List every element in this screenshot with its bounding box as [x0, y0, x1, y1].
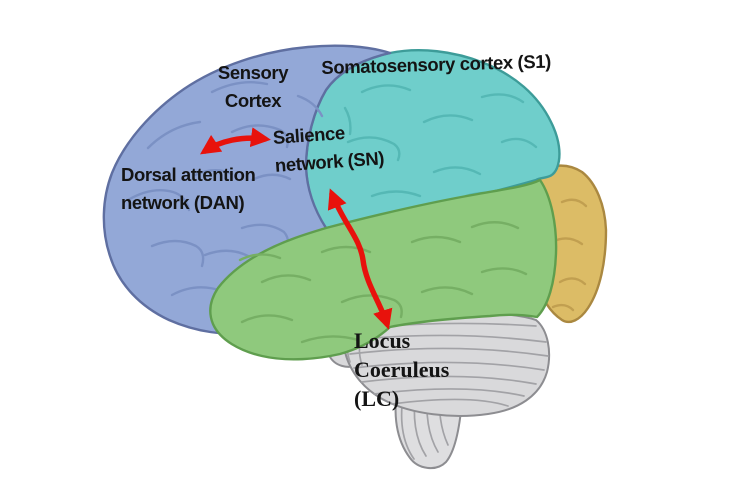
label-dorsal-attention-network: Dorsal attention network (DAN)	[121, 161, 256, 217]
sulcus-line	[346, 136, 401, 162]
label-line: Locus	[354, 328, 411, 353]
label-line: Dorsal attention	[121, 164, 256, 185]
sulcus-line	[480, 93, 525, 104]
cerebellum	[342, 311, 551, 417]
label-locus-coeruleus: Locus Coeruleus (LC)	[354, 326, 449, 413]
sulcus-line	[360, 84, 412, 94]
sulcus-line	[296, 94, 324, 118]
cerebellum-fold	[349, 347, 549, 357]
label-line: Cortex	[224, 90, 282, 111]
sulcus-line	[420, 286, 474, 296]
cerebellum-fold	[373, 388, 525, 397]
sulcus-line	[203, 249, 250, 258]
label-line: Coeruleus	[354, 357, 450, 382]
sulcus-line	[150, 239, 205, 268]
sulcus-line	[480, 267, 528, 276]
sulcus-line	[422, 114, 474, 124]
sulcus-line	[210, 81, 269, 94]
sulcus-line	[470, 221, 520, 230]
label-line: Sensory	[217, 62, 289, 83]
cerebellum-fold	[361, 375, 537, 385]
sulcus-line	[560, 198, 588, 208]
sulcus-line	[500, 137, 538, 149]
sulcus-line	[300, 335, 360, 344]
dan-sn-arrow	[200, 127, 271, 155]
sulcus-line	[432, 166, 482, 176]
sulcus-line	[238, 253, 282, 262]
label-salience-network: Salience network (SN)	[272, 116, 385, 179]
sulcus-line	[126, 189, 191, 212]
sulcus-line	[230, 124, 289, 149]
label-line: network (DAN)	[121, 192, 245, 213]
cerebellum-fold	[391, 398, 509, 407]
cerebellum-fold	[353, 361, 545, 371]
sulcus-line	[260, 274, 312, 284]
sulcus-line	[410, 235, 462, 244]
sulcus-line	[146, 120, 202, 150]
label-line: (LC)	[354, 386, 400, 411]
sulcus-line	[343, 106, 352, 136]
sulcus-line	[193, 169, 234, 177]
sn-lc-arrow	[327, 188, 393, 330]
sulcus-line	[551, 303, 575, 312]
label-sensory-cortex: Sensory Cortex	[203, 59, 303, 115]
sulcus-line	[250, 173, 292, 182]
sulcus-line	[240, 314, 294, 324]
sulcus-line	[558, 277, 587, 286]
connector-arrows	[200, 127, 393, 330]
